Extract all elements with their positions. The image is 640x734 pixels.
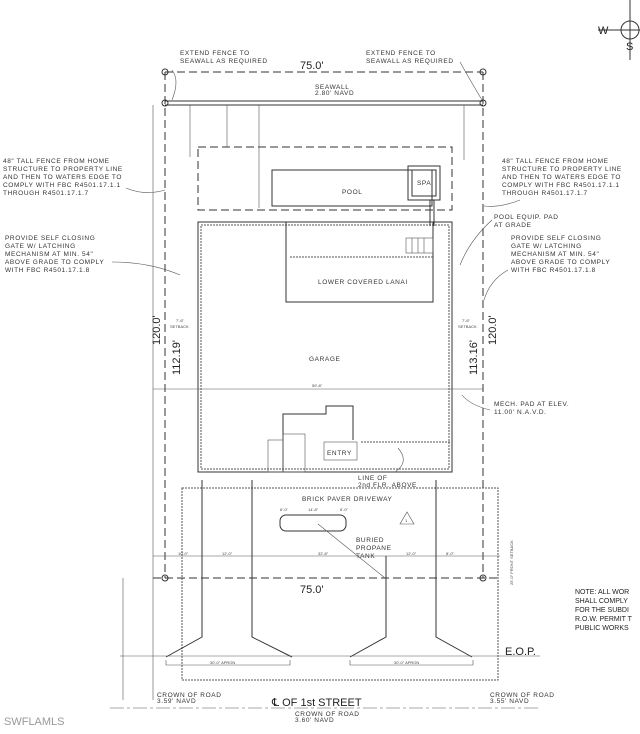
svg-text:1: 1 — [405, 518, 408, 523]
mech-pad-note: MECH. PAD AT ELEV.11.00' N.A.V.D. — [494, 401, 569, 416]
driveway-label: BRICK PAVER DRIVEWAY — [302, 496, 393, 503]
front-width-dimension: 75.0' — [300, 584, 324, 596]
pool — [271, 169, 433, 207]
depth-dimension-right: 120.0' — [487, 315, 499, 345]
setback-right: 7'-6"SETBACK — [458, 318, 477, 329]
front-setback-label: 25'-0" FRONT SETBACK — [509, 540, 514, 585]
pool-label: POOL — [342, 189, 362, 196]
eop-label: E.O.P. — [505, 646, 536, 658]
brick-paver-driveway — [181, 487, 499, 681]
svg-text:12'-0": 12'-0" — [406, 551, 417, 556]
svg-text:8'-0": 8'-0" — [446, 551, 455, 556]
lower-covered-lanai — [285, 222, 434, 303]
svg-text:32'-8": 32'-8" — [318, 551, 329, 556]
watermark: SWFLAMLS — [4, 716, 65, 728]
north-arrow-compass-icon: W S — [598, 0, 640, 60]
entry-label: ENTRY — [327, 450, 352, 457]
svg-text:6'-0": 6'-0" — [280, 507, 289, 512]
house-footprint — [197, 221, 453, 473]
garage-label: GARAGE — [309, 356, 340, 363]
lanai-label: LOWER COVERED LANAI — [318, 279, 408, 286]
house-width-dimension: 59'-8" — [312, 383, 323, 388]
driveway-dimensions: 6'-0" 14'-8" 6'-0" 10'-0" 12'-0" 32'-8" … — [178, 507, 455, 556]
spa-label: SPA — [417, 180, 431, 187]
street-label: ℄ OF 1st STREET — [271, 697, 362, 709]
depth-dimension-left: 120.0' — [151, 315, 163, 345]
buried-propane-tank — [279, 514, 347, 532]
entry-structure — [282, 405, 354, 472]
side-dimension-right: 113.16' — [468, 340, 480, 375]
side-dimension-left: 112.19' — [171, 340, 183, 375]
rear-width-dimension: 75.0' — [300, 60, 324, 72]
apron-right-label: 30'-0" APRON — [394, 660, 419, 665]
svg-text:6'-0": 6'-0" — [340, 507, 349, 512]
svg-text:S: S — [626, 41, 633, 53]
spa — [407, 165, 441, 201]
apron-left-label: 30'-0" APRON — [210, 660, 235, 665]
setback-left: 7'-6"SETBACK — [170, 318, 189, 329]
revision-triangle-icon — [399, 511, 415, 525]
svg-text:10'-0": 10'-0" — [178, 551, 189, 556]
svg-text:W: W — [598, 25, 609, 37]
pool-deck — [197, 146, 453, 211]
svg-text:14'-8": 14'-8" — [308, 507, 319, 512]
svg-text:12'-0": 12'-0" — [222, 551, 233, 556]
fence-posts — [161, 68, 487, 582]
